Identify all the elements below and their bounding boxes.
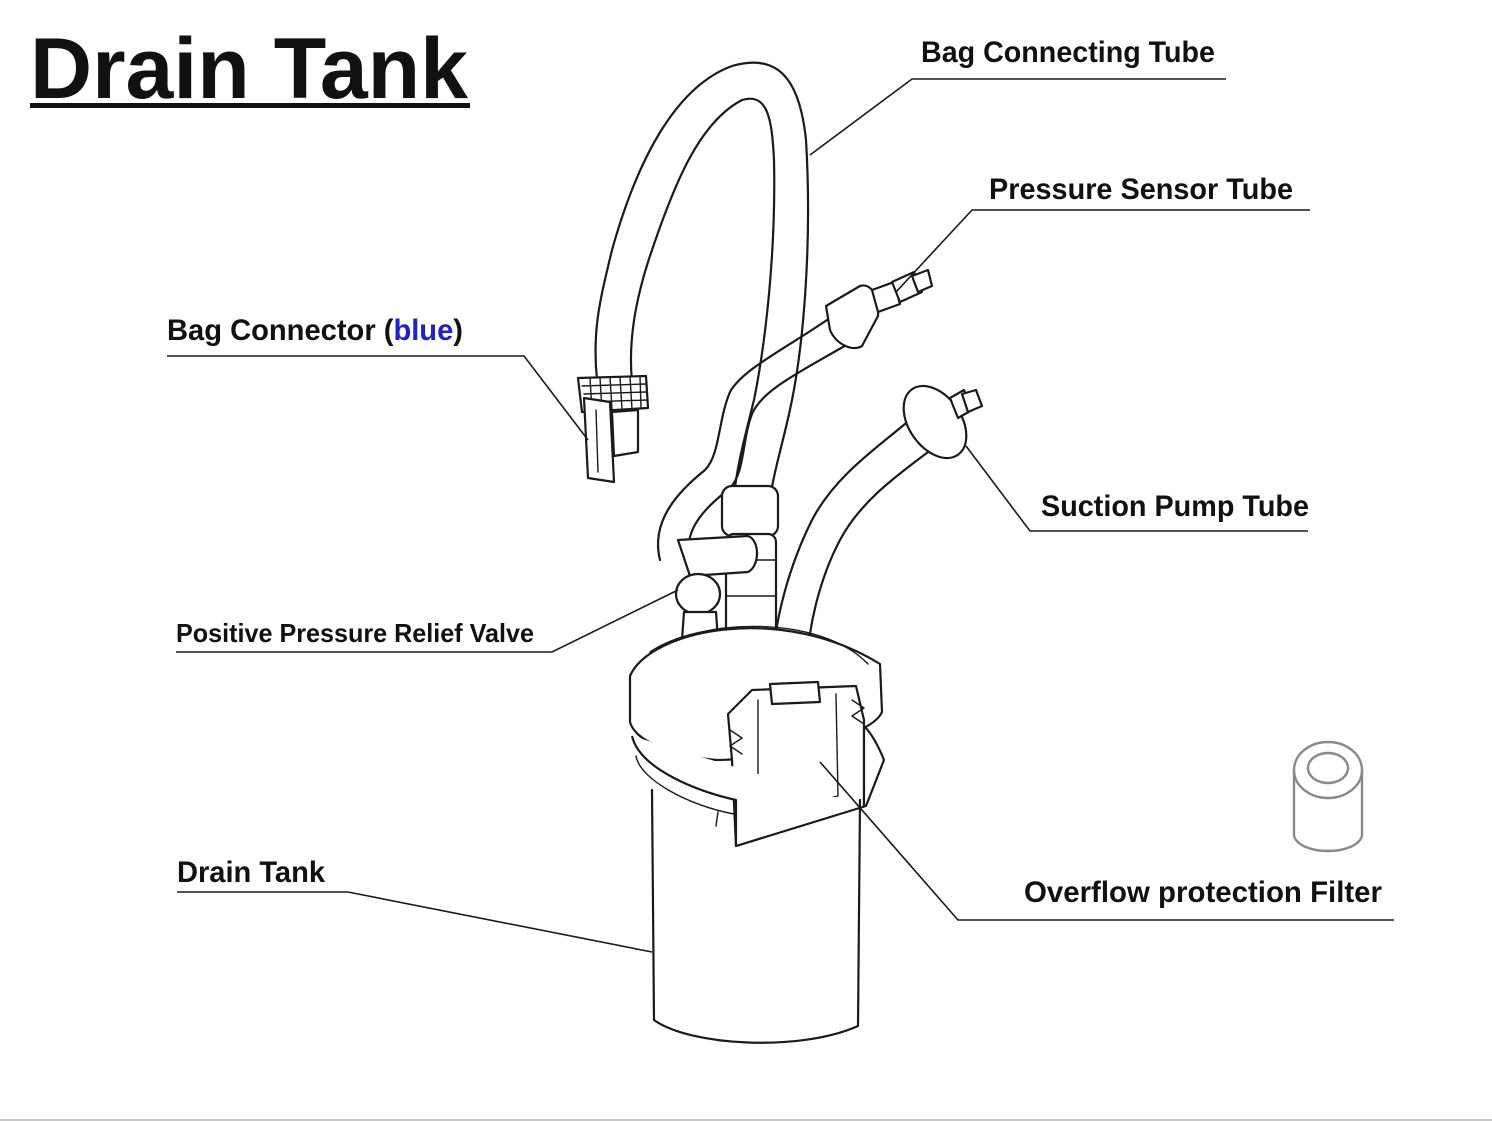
drain-tank-drawing bbox=[576, 61, 1364, 1044]
leader-bag-connector bbox=[167, 355, 589, 441]
leader-positive-pressure-relief-valve bbox=[176, 589, 679, 653]
label-bag-connector-color: blue bbox=[393, 314, 453, 347]
leader-suction-pump-tube bbox=[965, 445, 1308, 532]
leader-overflow-protection-filter bbox=[819, 761, 1394, 921]
page-title-text: Drain Tank bbox=[30, 21, 468, 117]
leader-bag-connecting-tube bbox=[809, 78, 1226, 156]
page-title: Drain Tank bbox=[30, 21, 470, 117]
callout-pressure-sensor-tube: Pressure Sensor Tube bbox=[895, 173, 1310, 293]
label-bag-connector-suffix: ) bbox=[453, 314, 463, 347]
label-bag-connecting-tube: Bag Connecting Tube bbox=[921, 36, 1215, 69]
label-overflow-protection-filter: Overflow protection Filter bbox=[1024, 876, 1382, 909]
callout-overflow-protection-filter: Overflow protection Filter bbox=[819, 761, 1394, 921]
label-suction-pump-tube: Suction Pump Tube bbox=[1041, 490, 1309, 523]
overflow-filter-part-drawing bbox=[1292, 740, 1364, 853]
leader-pressure-sensor-tube bbox=[895, 209, 1310, 293]
pressure-sensor-tube-drawing bbox=[657, 268, 934, 562]
callout-bag-connector: Bag Connector (blue) bbox=[167, 314, 589, 441]
callout-suction-pump-tube: Suction Pump Tube bbox=[965, 445, 1309, 532]
callout-bag-connecting-tube: Bag Connecting Tube bbox=[809, 36, 1226, 156]
label-bag-connector-prefix: Bag Connector ( bbox=[167, 314, 393, 347]
title-underline bbox=[30, 103, 470, 108]
bag-connecting-tube-drawing bbox=[594, 61, 810, 500]
bag-connector-drawing bbox=[576, 374, 650, 484]
callout-drain-tank: Drain Tank bbox=[177, 856, 653, 953]
tank-body-drawing bbox=[630, 724, 886, 1044]
leader-drain-tank bbox=[177, 891, 653, 953]
label-pressure-sensor-tube: Pressure Sensor Tube bbox=[989, 173, 1293, 206]
label-bag-connector: Bag Connector (blue) bbox=[167, 314, 463, 347]
callout-positive-pressure-relief-valve: Positive Pressure Relief Valve bbox=[176, 589, 679, 653]
label-positive-pressure-relief-valve: Positive Pressure Relief Valve bbox=[176, 618, 534, 648]
label-drain-tank: Drain Tank bbox=[177, 856, 325, 889]
